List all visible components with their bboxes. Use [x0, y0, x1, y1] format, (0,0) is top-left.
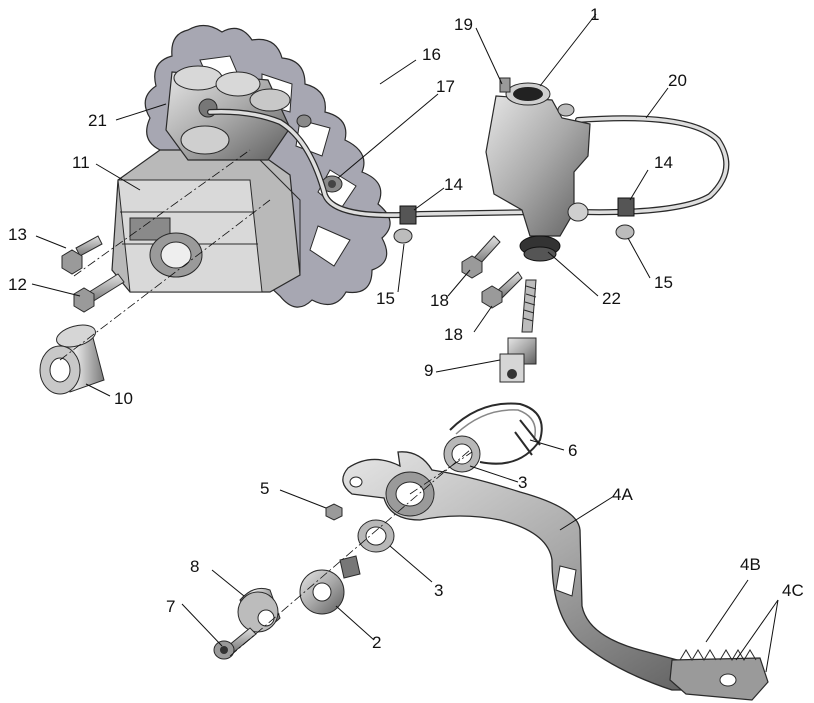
callout-15-left: 15	[376, 289, 395, 308]
callout-15-right: 15	[654, 273, 673, 292]
callout-12: 12	[8, 275, 27, 294]
callout-18-upper: 18	[430, 291, 449, 310]
callout-1: 1	[590, 5, 599, 24]
push-rod	[499, 279, 537, 383]
callout-18-lower: 18	[444, 325, 463, 344]
callout-22: 22	[602, 289, 621, 308]
callout-5: 5	[260, 479, 269, 498]
master-cylinder	[485, 77, 591, 262]
callout-2: 2	[372, 633, 381, 652]
callout-7: 7	[166, 597, 175, 616]
caliper-bracket	[111, 149, 301, 293]
hose-clips	[393, 224, 635, 244]
leader-lines	[31, 13, 779, 673]
callout-14-right: 14	[654, 153, 673, 172]
caliper-bolt	[296, 114, 343, 193]
callout-3-lower: 3	[434, 581, 443, 600]
callout-8: 8	[190, 557, 199, 576]
brake-caliper	[165, 65, 291, 161]
callout-4a: 4A	[612, 485, 633, 504]
callout-9: 9	[424, 361, 433, 380]
callout-labels: 1 2 3 3 4A 4B 4C 5 6 7 8 9 10 11 12 13 1…	[8, 5, 804, 652]
callout-13: 13	[8, 225, 27, 244]
callout-20: 20	[668, 71, 687, 90]
callout-21: 21	[88, 111, 107, 130]
pedal-spacer	[237, 587, 281, 633]
callout-14-left: 14	[444, 175, 463, 194]
nut-5	[325, 503, 343, 521]
master-cylinder-bolts	[461, 235, 523, 309]
brake-lines	[207, 108, 730, 219]
washer-upper	[443, 435, 481, 473]
hose-clamps	[399, 197, 635, 225]
callout-17: 17	[436, 77, 455, 96]
callout-10: 10	[114, 389, 133, 408]
callout-6: 6	[568, 441, 577, 460]
callout-16: 16	[422, 45, 441, 64]
return-spring	[449, 402, 543, 465]
pedal-tip	[669, 649, 769, 701]
callout-4b: 4B	[740, 555, 761, 574]
washer-lower	[357, 519, 395, 553]
callout-4c: 4C	[782, 581, 804, 600]
pivot-bushing	[299, 555, 361, 615]
bracket-bolt-12	[73, 273, 125, 313]
center-lines	[59, 149, 473, 657]
bracket-bolt-13	[61, 235, 103, 275]
callout-11: 11	[72, 153, 90, 172]
axle-spacer	[39, 324, 105, 395]
callout-3-upper: 3	[518, 473, 527, 492]
callout-19: 19	[454, 15, 473, 34]
